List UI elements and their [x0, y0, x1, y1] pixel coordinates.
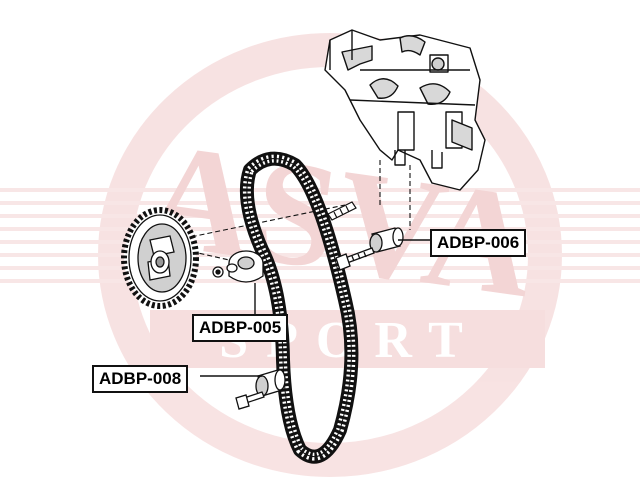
part-label-adbp-008: ADBP-008 [92, 365, 189, 393]
stud-bolt [327, 201, 357, 221]
part-label-adbp-006: ADBP-006 [430, 229, 527, 257]
label-leaders [200, 239, 430, 377]
timing-belt [239, 151, 359, 464]
idler-pulley-adbp-006 [335, 227, 404, 271]
watermark: ASVA SPORT [0, 33, 640, 477]
camshaft-sprocket [121, 207, 199, 309]
tensioner-pulley-adbp-005 [212, 250, 264, 283]
engine-block [324, 29, 486, 191]
idler-pulley-adbp-008 [235, 369, 286, 410]
watermark-stripes [0, 188, 640, 283]
part-label-adbp-005: ADBP-005 [192, 314, 289, 342]
